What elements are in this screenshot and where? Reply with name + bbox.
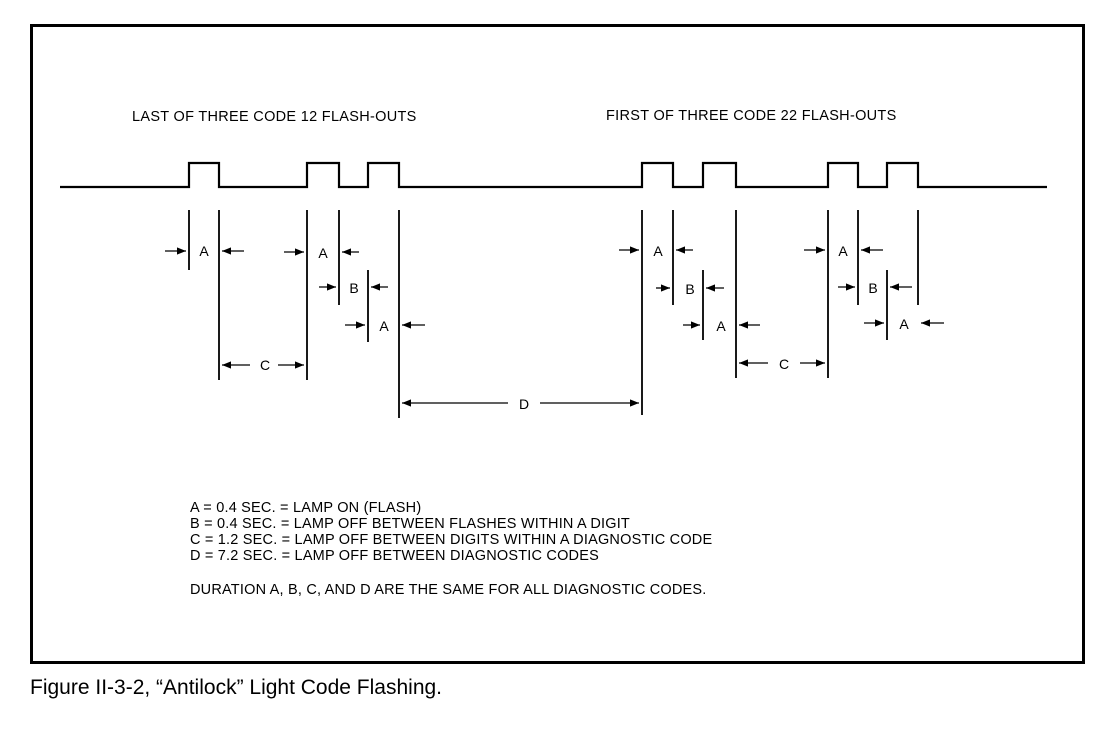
label-a-4: A <box>653 243 663 259</box>
legend-item-d: D = 7.2 SEC. = LAMP OFF BETWEEN DIAGNOST… <box>190 548 599 564</box>
label-b-2: B <box>685 281 694 297</box>
legend-item-a: A = 0.4 SEC. = LAMP ON (FLASH) <box>190 500 422 516</box>
label-a-7: A <box>899 316 909 332</box>
duration-legend: A = 0.4 SEC. = LAMP ON (FLASH) B = 0.4 S… <box>190 500 712 564</box>
timing-extension-lines <box>188 210 919 418</box>
label-c-1: C <box>260 357 270 373</box>
right-code-title: FIRST OF THREE CODE 22 FLASH-OUTS <box>606 108 897 124</box>
dimension-arrows <box>165 246 944 407</box>
label-a-2: A <box>318 245 328 261</box>
label-b-1: B <box>349 280 358 296</box>
label-c-2: C <box>779 356 789 372</box>
label-a-3: A <box>379 318 389 334</box>
label-b-3: B <box>868 280 877 296</box>
label-d: D <box>519 396 529 412</box>
label-a-1: A <box>199 243 209 259</box>
label-a-6: A <box>838 243 848 259</box>
duration-note: DURATION A, B, C, AND D ARE THE SAME FOR… <box>190 582 707 598</box>
flash-waveform <box>60 161 1047 189</box>
figure-frame <box>30 24 1085 664</box>
label-a-5: A <box>716 318 726 334</box>
figure-caption: Figure II-3-2, “Antilock” Light Code Fla… <box>30 676 443 699</box>
left-code-title: LAST OF THREE CODE 12 FLASH-OUTS <box>132 109 417 125</box>
legend-item-b: B = 0.4 SEC. = LAMP OFF BETWEEN FLASHES … <box>190 516 630 532</box>
legend-item-c: C = 1.2 SEC. = LAMP OFF BETWEEN DIGITS W… <box>190 532 713 548</box>
